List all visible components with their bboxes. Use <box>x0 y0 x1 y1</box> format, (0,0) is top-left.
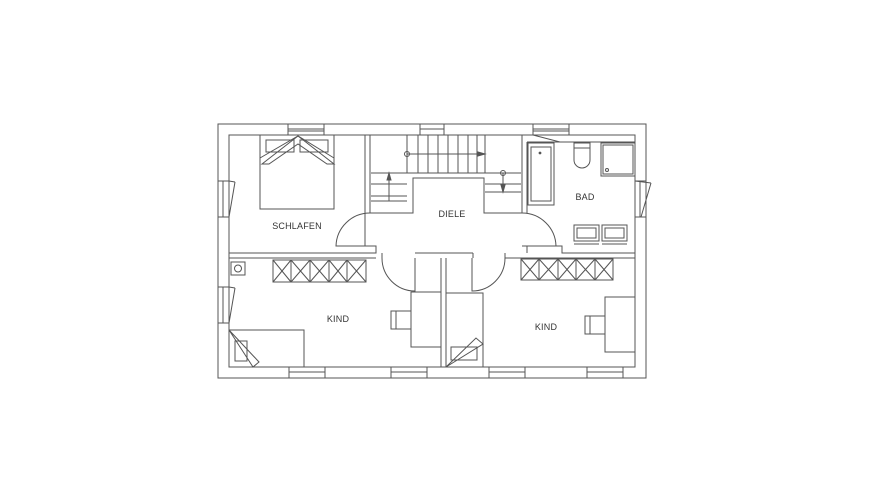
wardrobe-left <box>272 259 367 283</box>
room-label-bad: BAD <box>575 192 594 202</box>
windows-left <box>217 180 236 324</box>
bathtub <box>527 142 555 206</box>
shower <box>600 142 636 177</box>
staircase <box>371 134 521 202</box>
toilet <box>573 142 591 169</box>
double-bed <box>259 134 336 210</box>
windows-bottom <box>288 366 624 379</box>
window-right <box>634 180 652 218</box>
room-label-schlafen: SCHLAFEN <box>272 221 322 231</box>
bed-kind-right <box>445 292 484 368</box>
desk-kind-left <box>390 291 442 348</box>
chimney <box>230 261 246 276</box>
door-swings <box>335 212 557 292</box>
washbasins <box>573 224 628 245</box>
bed-kind-left <box>228 329 305 368</box>
room-label-kind-right: KIND <box>535 322 558 332</box>
exterior-walls <box>217 123 647 379</box>
wardrobe-right <box>520 258 614 281</box>
interior-walls <box>229 134 635 367</box>
desk-kind-right <box>584 296 636 353</box>
room-label-diele: DIELE <box>438 209 465 219</box>
room-label-kind-left: KIND <box>327 314 350 324</box>
